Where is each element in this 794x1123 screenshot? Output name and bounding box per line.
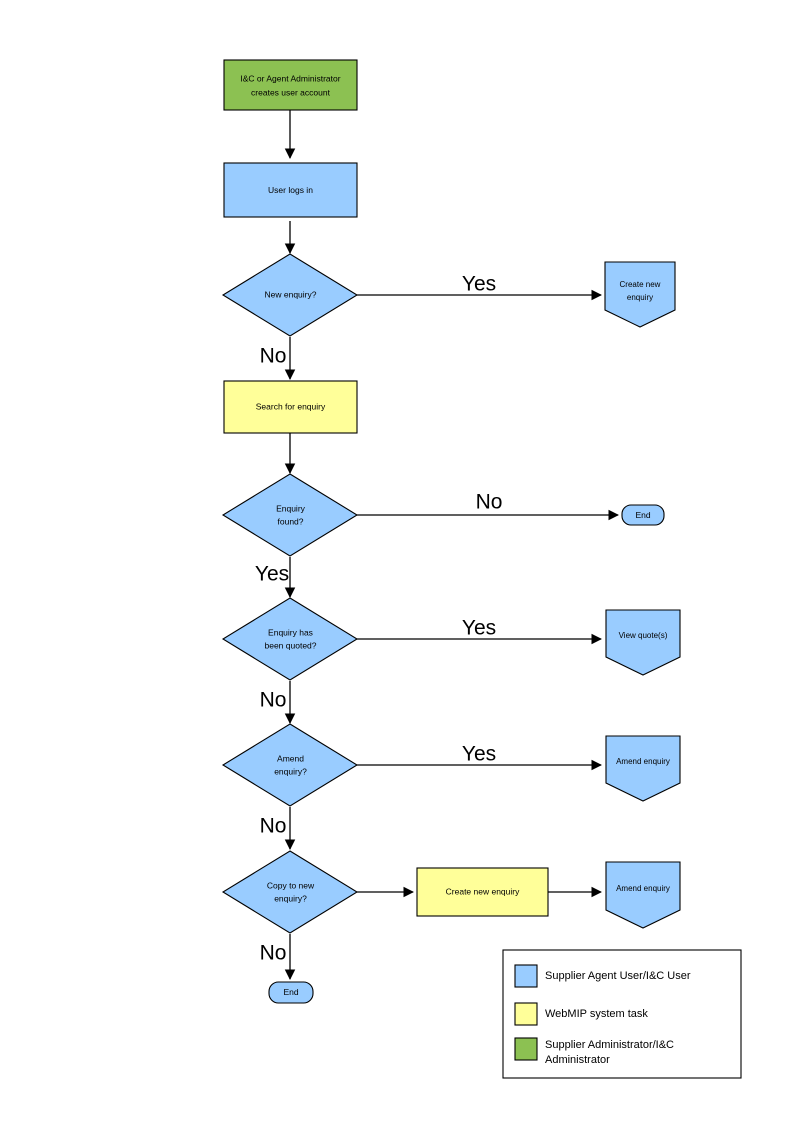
legend-item-supplier-agent-user: Supplier Agent User/I&C User [514,964,691,988]
legend: Supplier Agent User/I&C User WebMIP syst… [502,949,742,1079]
node-user-logs-in[interactable]: User logs in [223,162,358,218]
node-view-quotes[interactable]: View quote(s) [605,609,681,676]
legend-item-webmip-system-task: WebMIP system task [514,1002,648,1026]
node-create-user-account[interactable]: I&C or Agent Administrator creates user … [223,59,358,111]
terminator-end-bottom-label: End [283,987,298,997]
node-amend-enquiry-1-label: Amend enquiry [616,757,670,766]
node-create-user-account-line2: creates user account [251,87,331,97]
decision-enquiry-found-line1: Enquiry [276,503,306,513]
legend-label-webmip-system-task: WebMIP system task [545,1008,648,1020]
branch-label-new-enquiry-yes: Yes [462,273,496,296]
decision-new-enquiry-label: New enquiry? [265,289,317,299]
node-create-new-enquiry-top-line1: Create new [620,280,661,289]
node-amend-enquiry-1[interactable]: Amend enquiry [605,735,681,802]
decision-copy-to-new-enquiry-line2: enquiry? [274,893,307,903]
branch-label-copy-to-new-no: No [260,942,287,965]
decision-enquiry-found-line2: found? [278,516,304,526]
terminator-end-bottom[interactable]: End [268,981,314,1004]
decision-amend-enquiry-line2: enquiry? [274,766,307,776]
branch-labels-layer: Yes No No Yes Yes No Yes No No [255,273,503,965]
node-amend-enquiry-2-label: Amend enquiry [616,884,670,893]
legend-label-supplier-administrator-line2: Administrator [545,1054,610,1066]
node-view-quotes-label: View quote(s) [619,631,668,640]
decision-copy-to-new-enquiry-line1: Copy to new [267,880,315,890]
edges-layer [284,110,619,980]
decision-enquiry-quoted-line1: Enquiry has [268,627,313,637]
legend-item-supplier-administrator: Supplier Administrator/I&C Administrator [514,1037,674,1066]
node-user-logs-in-label: User logs in [268,185,313,195]
terminator-end-right-label: End [635,510,650,520]
decision-enquiry-quoted[interactable]: Enquiry has been quoted? [221,597,359,681]
node-search-for-enquiry-label: Search for enquiry [256,401,326,411]
decision-amend-enquiry[interactable]: Amend enquiry? [221,723,359,807]
legend-swatch-user-blue [514,964,538,988]
node-amend-enquiry-2[interactable]: Amend enquiry [605,861,681,929]
decision-new-enquiry[interactable]: New enquiry? [221,253,359,337]
legend-swatch-admin-green [514,1037,538,1061]
decision-copy-to-new-enquiry[interactable]: Copy to new enquiry? [221,850,359,934]
branch-label-enquiry-found-yes: Yes [255,563,289,586]
terminator-end-right[interactable]: End [621,504,665,526]
legend-label-supplier-agent-user: Supplier Agent User/I&C User [545,970,691,982]
branch-label-enquiry-quoted-yes: Yes [462,617,496,640]
node-create-new-enquiry-top[interactable]: Create new enquiry [604,261,676,328]
branch-label-enquiry-found-no: No [476,491,503,514]
legend-label-supplier-administrator-line1: Supplier Administrator/I&C [545,1039,674,1051]
branch-label-amend-enquiry-yes: Yes [462,743,496,766]
decision-amend-enquiry-line1: Amend [277,753,304,763]
branch-label-amend-enquiry-no: No [260,815,287,838]
node-create-new-enquiry-bottom-label: Create new enquiry [446,886,520,896]
legend-swatch-system-yellow [514,1002,538,1026]
decision-enquiry-found[interactable]: Enquiry found? [221,473,359,557]
branch-label-enquiry-quoted-no: No [260,689,287,712]
node-search-for-enquiry[interactable]: Search for enquiry [223,380,358,434]
node-create-new-enquiry-top-line2: enquiry [627,293,653,302]
decision-enquiry-quoted-line2: been quoted? [265,640,317,650]
branch-label-new-enquiry-no: No [260,345,287,368]
node-create-user-account-line1: I&C or Agent Administrator [240,73,340,83]
node-create-new-enquiry-bottom[interactable]: Create new enquiry [416,867,549,917]
